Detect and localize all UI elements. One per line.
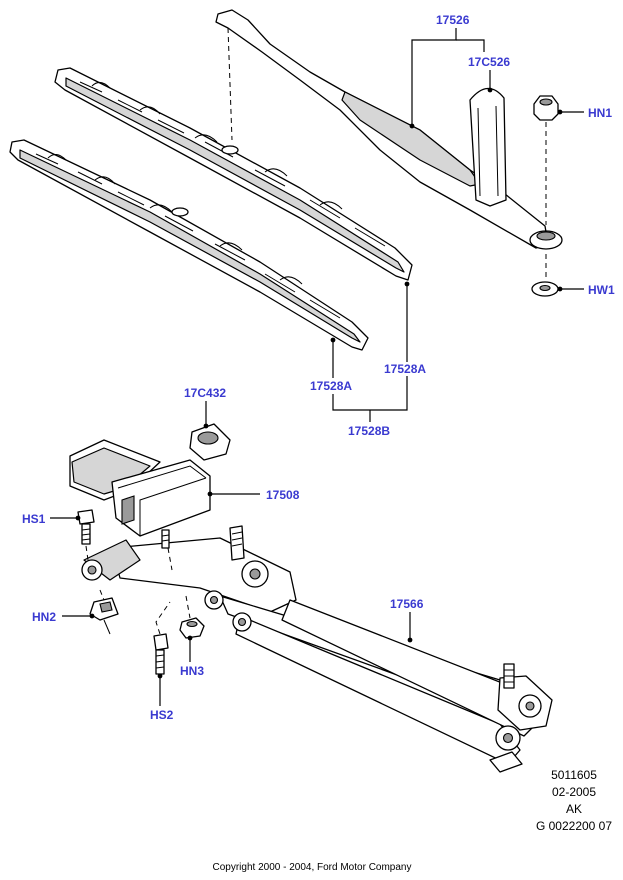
hs2-alignment-line (155, 601, 171, 635)
washer-hw1 (531, 281, 559, 297)
label-17566: 17566 (390, 597, 424, 611)
label-hw1: HW1 (588, 283, 615, 297)
label-hs2: HS2 (150, 708, 174, 722)
wiper-blade-lower (9, 139, 369, 351)
hs1-alignment-line (85, 545, 89, 561)
doc-revision: AK (566, 802, 582, 816)
doc-date: 02-2005 (552, 785, 596, 799)
hn3-alignment-line (185, 595, 191, 619)
nut-hn2 (89, 597, 119, 621)
label-hn3: HN3 (180, 664, 204, 678)
nut-hn1 (533, 95, 559, 121)
label-hn2: HN2 (32, 610, 56, 624)
label-17508: 17508 (266, 488, 300, 502)
copyright-text: Copyright 2000 - 2004, Ford Motor Compan… (213, 862, 412, 873)
label-17c526: 17C526 (468, 55, 510, 69)
grommet-17c432 (189, 423, 231, 461)
label-17528a-left: 17528A (310, 379, 352, 393)
bolt-hs2 (153, 633, 169, 675)
doc-number: 5011605 (551, 768, 597, 782)
hn2-tail-line (103, 619, 111, 635)
motor-screw (161, 529, 170, 549)
wiper-blade-upper (54, 67, 413, 281)
label-hn1: HN1 (588, 106, 612, 120)
wiper-arm (215, 9, 563, 250)
arm-blade-alignment-line (227, 27, 233, 141)
label-17c432: 17C432 (184, 386, 226, 400)
label-17526: 17526 (436, 13, 470, 27)
label-17528a-right: 17528A (384, 362, 426, 376)
label-hs1: HS1 (22, 512, 46, 526)
wiper-motor (69, 439, 211, 537)
screw-alignment-line (167, 547, 173, 571)
doc-ref: G 0022200 07 (536, 819, 612, 833)
label-17528b: 17528B (348, 424, 390, 438)
hn2-alignment-line (99, 589, 105, 601)
wiper-linkage (81, 525, 553, 773)
leader-lines (50, 28, 584, 706)
bolt-hs1 (77, 509, 95, 545)
nut-hn3 (179, 617, 205, 639)
